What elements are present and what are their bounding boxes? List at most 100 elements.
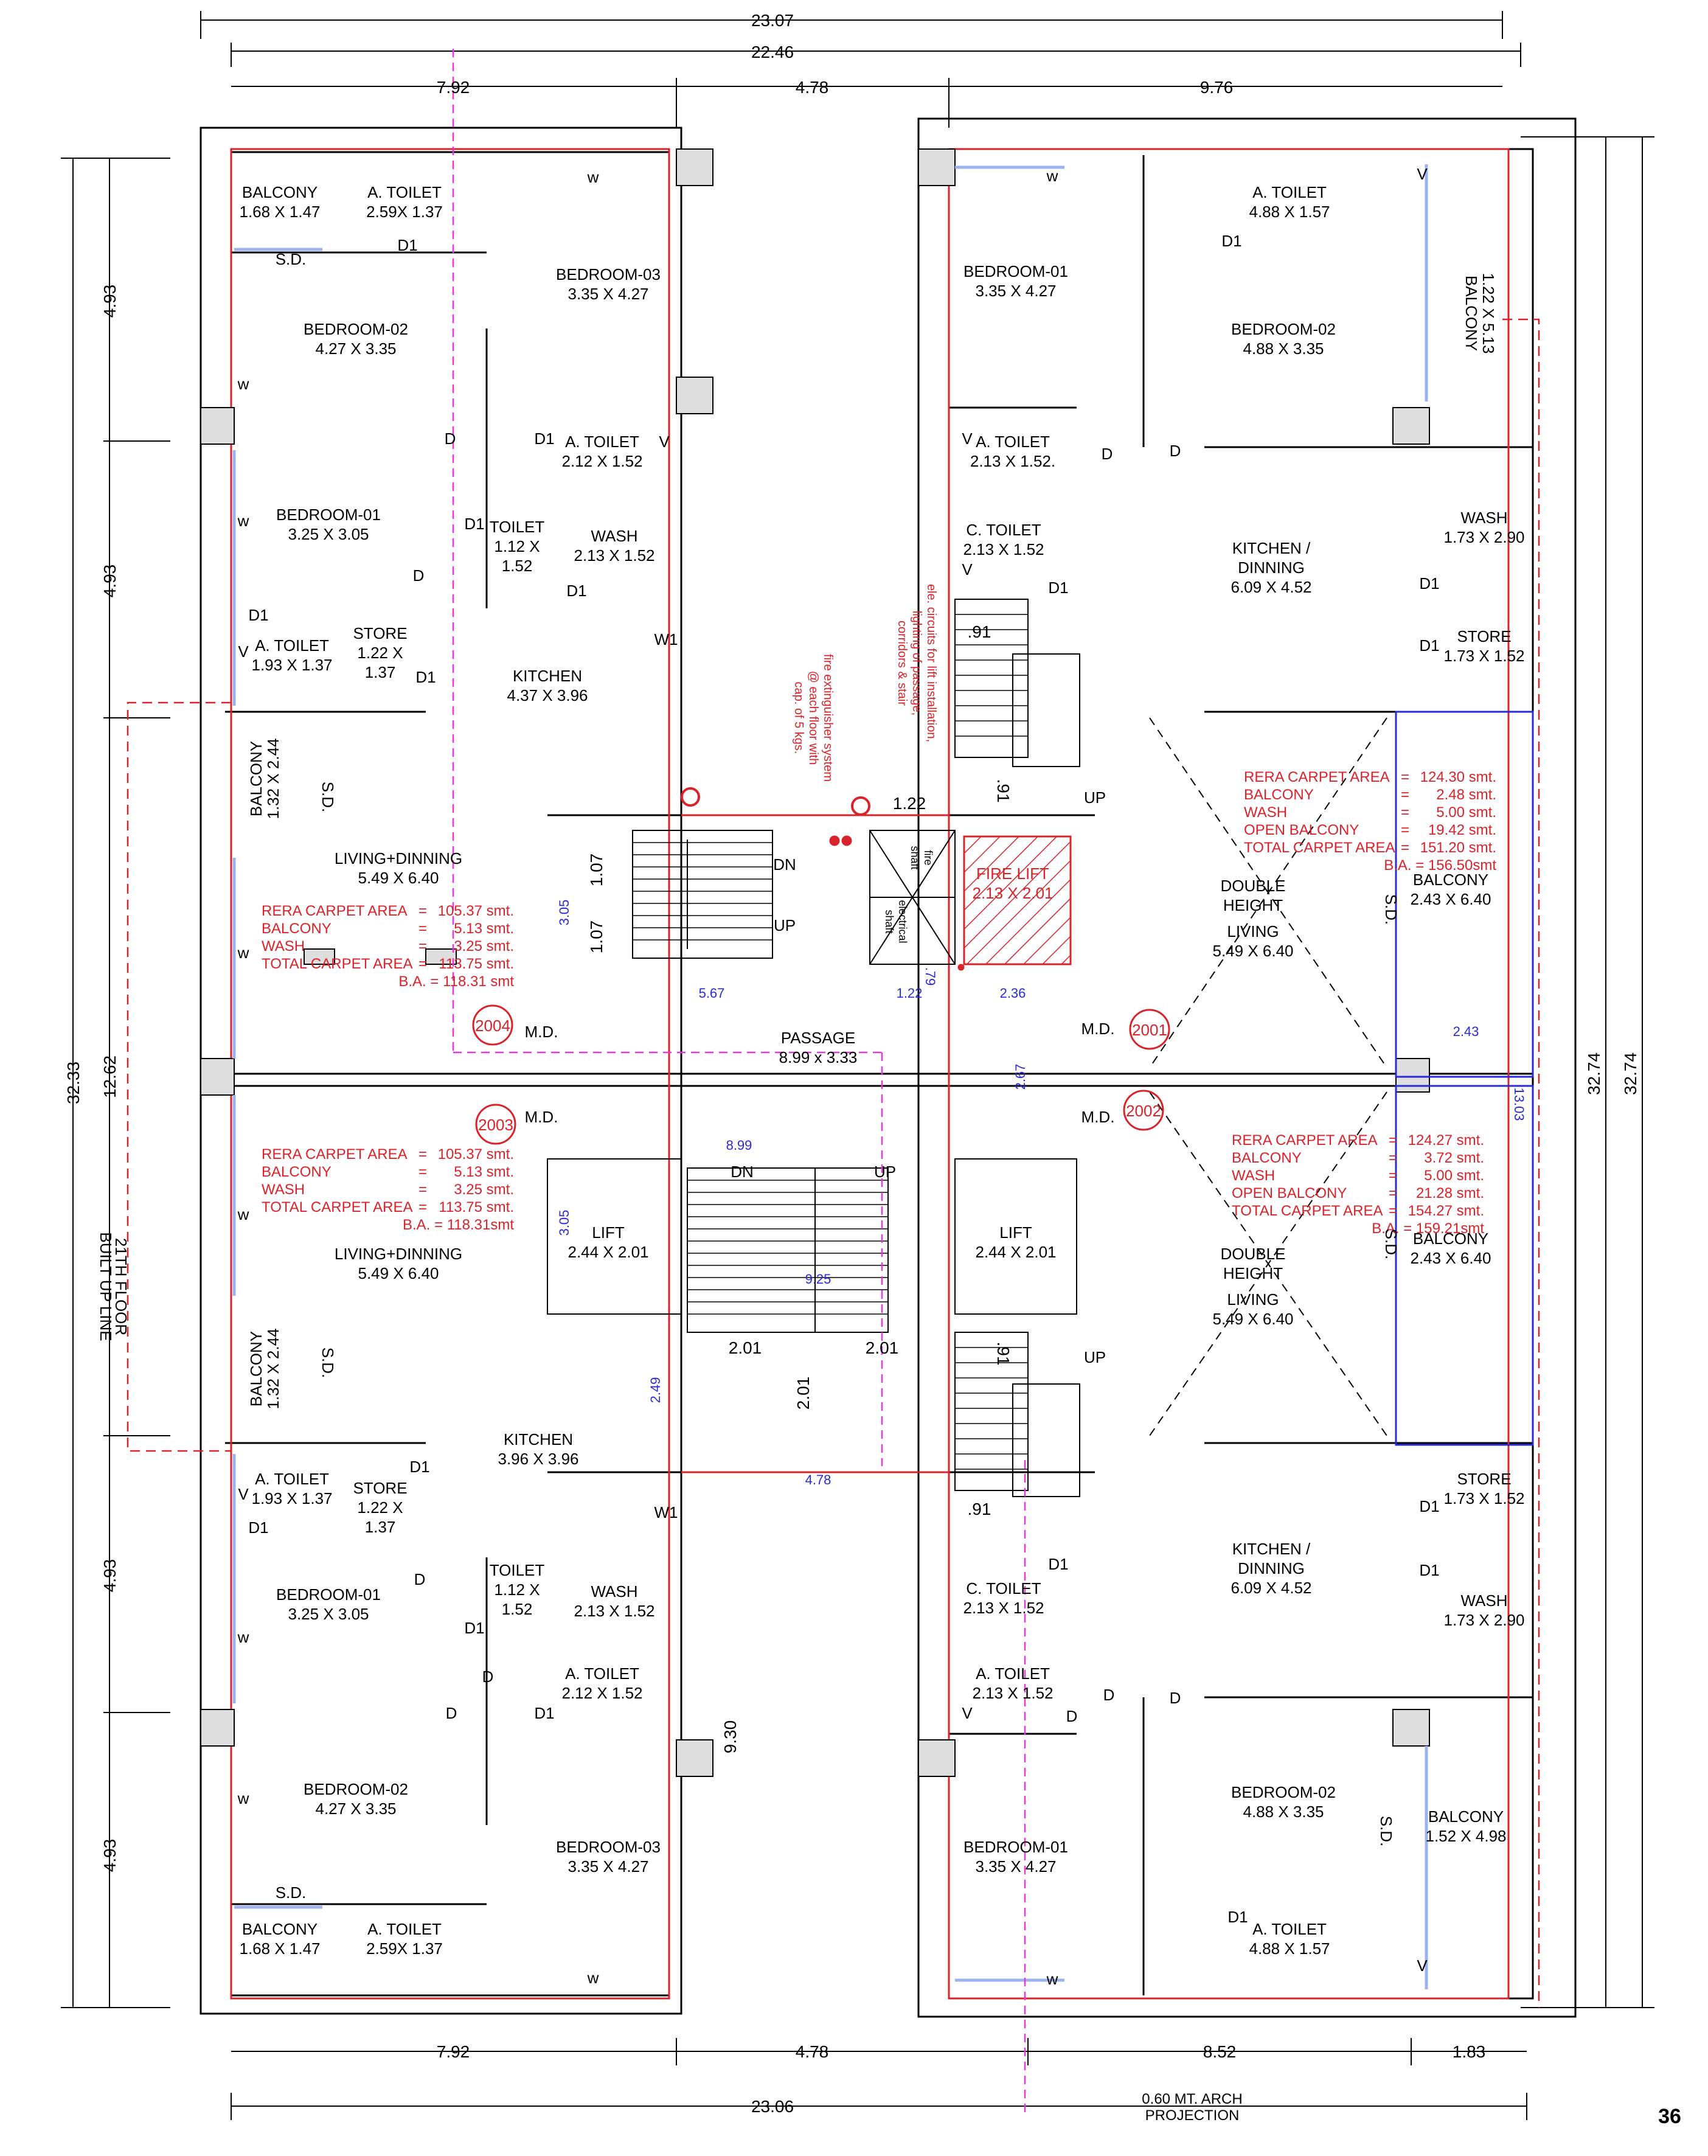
tag-text: w <box>237 944 249 962</box>
tag-text: D1 <box>1419 1497 1439 1515</box>
dimension-text: 9.76 <box>1200 78 1234 97</box>
room-label: 1.73 X 2.90 <box>1444 528 1525 546</box>
dimension-text: 4.93 <box>100 565 119 598</box>
unit-area-line: OPEN BALCONY <box>1232 1185 1347 1201</box>
room-label: LIFT <box>592 1223 625 1242</box>
room-label: PASSAGE <box>781 1029 855 1047</box>
dimension-text: 22.46 <box>751 43 794 61</box>
tag-text: UP <box>1084 788 1106 807</box>
room-label: BEDROOM-01 <box>963 262 1068 280</box>
note-text: cap. of 5 kgs. <box>792 682 805 754</box>
double-height-voids <box>1149 717 1387 1436</box>
note-text: shaft <box>909 846 921 869</box>
room-label: 2.59X 1.37 <box>366 1939 443 1958</box>
unit-area-line: WASH <box>1244 804 1287 821</box>
room-label: 1.73 X 1.52 <box>1444 647 1525 665</box>
room-label: DINNING <box>1238 558 1305 577</box>
tag-text: W1 <box>654 630 678 649</box>
unit-area-line: = <box>1389 1185 1397 1201</box>
room-label: 5.49 X 6.40 <box>1213 942 1294 960</box>
small-dimension-text: 2.67 <box>1013 1064 1028 1090</box>
room-label: 1.68 X 1.47 <box>240 203 321 221</box>
unit-area-line: = <box>418 938 427 955</box>
small-dimension-text: .91 <box>994 779 1013 803</box>
tag-text: D1 <box>464 1619 484 1637</box>
unit-area-line: 105.37 smt. <box>438 903 514 919</box>
room-label: 1.93 X 1.37 <box>252 656 333 674</box>
unit-area-line: B.A. = 159.21smt <box>1372 1220 1484 1237</box>
tag-text: M.D. <box>525 1108 558 1126</box>
unit-area-line: TOTAL CARPET AREA <box>262 956 413 972</box>
room-label: A. TOILET <box>367 1920 442 1938</box>
room-label: 1.68 X 1.47 <box>240 1939 321 1958</box>
room-label: TOILET <box>490 518 545 536</box>
note-text: fire <box>922 850 934 865</box>
unit-area-line: = <box>418 1146 427 1163</box>
unit-area-line: OPEN BALCONY <box>1244 822 1359 838</box>
tag-text: V <box>962 429 973 448</box>
room-label: 2.43 X 6.40 <box>1411 890 1491 908</box>
small-dimension-text: 2.49 <box>648 1377 663 1403</box>
tag-text: UP <box>874 1163 896 1181</box>
tag-text: V <box>962 560 973 579</box>
unit-area-line: 3.72 smt. <box>1424 1150 1484 1166</box>
room-label: HEIGHT <box>1223 1264 1283 1282</box>
tag-text: D <box>446 1704 457 1722</box>
tag-text: S.D. <box>1377 1816 1395 1847</box>
room-label: 2.13 X 1.52 <box>963 540 1044 558</box>
unit-area-line: TOTAL CARPET AREA <box>1244 840 1395 856</box>
unit-area-line: = <box>1401 804 1409 821</box>
unit-area-line: = <box>1401 769 1409 785</box>
room-label: 2.12 X 1.52 <box>562 452 643 470</box>
small-dimension-text: .79 <box>923 967 938 986</box>
unit-area-line: 113.75 smt. <box>439 956 514 972</box>
room-label: BALCONY <box>1428 1807 1504 1826</box>
tag-text: D <box>1170 1689 1181 1707</box>
room-label: 1.37 <box>365 1518 396 1536</box>
room-label: 4.37 X 3.96 <box>507 686 588 704</box>
room-label: BALCONY <box>1462 276 1481 351</box>
note-text: corridors & stair <box>895 621 909 706</box>
tag-text: D <box>482 1667 494 1686</box>
room-label: KITCHEN / <box>1232 1540 1311 1558</box>
unit-area-line: BALCONY <box>1244 787 1314 803</box>
unit-area-line: = <box>1389 1132 1397 1149</box>
room-label: 4.88 X 1.57 <box>1249 1939 1330 1958</box>
room-label: BEDROOM-02 <box>304 320 408 338</box>
unit-area-line: 21.28 smt. <box>1416 1185 1484 1201</box>
built-up-line-text: BUILT UP LINE <box>97 1232 115 1341</box>
tag-text: DN <box>773 855 796 874</box>
room-label: BALCONY <box>247 741 265 816</box>
room-label: WASH <box>1460 1591 1507 1610</box>
unit-area-line: 5.13 smt. <box>454 920 514 937</box>
room-label: 1.32 X 2.44 <box>264 739 282 819</box>
room-label: 1.52 <box>502 1600 533 1618</box>
room-label: DOUBLE <box>1221 1245 1286 1263</box>
room-label: WASH <box>1460 509 1507 527</box>
tag-text: w <box>237 1628 249 1646</box>
room-label: 3.35 X 4.27 <box>568 285 649 303</box>
tag-text: V <box>238 642 249 661</box>
tag-text: D1 <box>409 1458 429 1476</box>
unit-area-line: B.A. = 156.50smt <box>1384 857 1496 874</box>
tag-text: w <box>237 512 249 530</box>
tag-text: D1 <box>1419 1561 1439 1579</box>
room-label: BEDROOM-01 <box>276 1585 381 1604</box>
room-label: 4.27 X 3.35 <box>316 339 397 358</box>
room-label: A. TOILET <box>976 433 1050 451</box>
tag-text: D1 <box>464 515 484 533</box>
room-label: WASH <box>591 527 637 545</box>
tag-text: D1 <box>1419 574 1439 593</box>
room-label: FIRE LIFT <box>976 864 1049 883</box>
small-dimension-text: 2.43 <box>1453 1024 1479 1039</box>
room-label: 5.49 X 6.40 <box>358 1264 439 1282</box>
room-label: BEDROOM-01 <box>276 506 381 524</box>
dimension-text: 1.83 <box>1453 2042 1486 2061</box>
unit-area-line: BALCONY <box>1232 1150 1302 1166</box>
room-label: LIVING <box>1227 1290 1279 1309</box>
room-label: BEDROOM-03 <box>556 1838 661 1856</box>
dimension-text: 7.92 <box>437 2042 470 2061</box>
room-label: 4.88 X 3.35 <box>1243 1803 1324 1821</box>
